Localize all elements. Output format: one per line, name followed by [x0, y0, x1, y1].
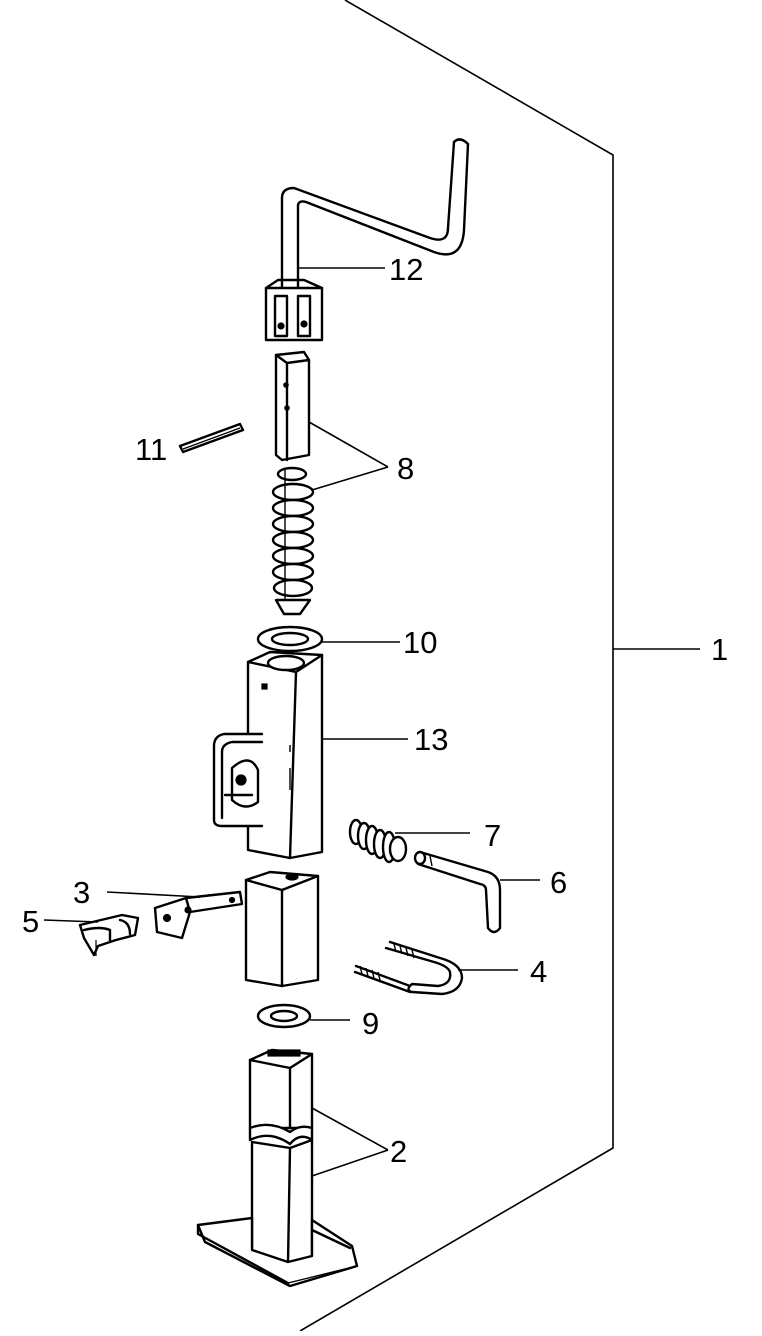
label-12: 12 [389, 252, 424, 287]
u-bolt [353, 940, 464, 996]
inner-tube [244, 870, 320, 988]
label-3: 3 [73, 875, 91, 910]
leader-2a [311, 1107, 389, 1151]
label-5: 5 [22, 904, 40, 939]
spindle-shaft [274, 350, 311, 462]
label-6: 6 [550, 865, 568, 900]
assembly-bracket [299, 0, 614, 1332]
lower-washer [256, 1003, 312, 1029]
label-8: 8 [397, 451, 415, 486]
top-washer [256, 625, 324, 653]
label-1: 1 [711, 632, 729, 667]
threaded-spindle [271, 466, 315, 616]
locking-pin [413, 850, 502, 934]
label-10: 10 [403, 625, 438, 660]
spring [348, 818, 408, 864]
outer-tube [212, 650, 324, 860]
leader-5 [43, 919, 99, 923]
label-11: 11 [135, 432, 168, 467]
roll-pin [178, 422, 245, 454]
spring-clip [78, 913, 140, 957]
crank-handle [264, 138, 470, 342]
leader-2b [311, 1149, 389, 1177]
foot-plate [196, 1216, 359, 1288]
label-4: 4 [530, 954, 548, 989]
leader-3 [106, 891, 201, 898]
label-9: 9 [362, 1006, 380, 1041]
label-7: 7 [484, 818, 502, 853]
label-2: 2 [390, 1134, 408, 1169]
leader-8a [308, 421, 389, 468]
label-13: 13 [414, 722, 449, 757]
leader-8b [311, 466, 389, 491]
clamp-plate [153, 890, 244, 940]
foot-tube [248, 1048, 314, 1264]
